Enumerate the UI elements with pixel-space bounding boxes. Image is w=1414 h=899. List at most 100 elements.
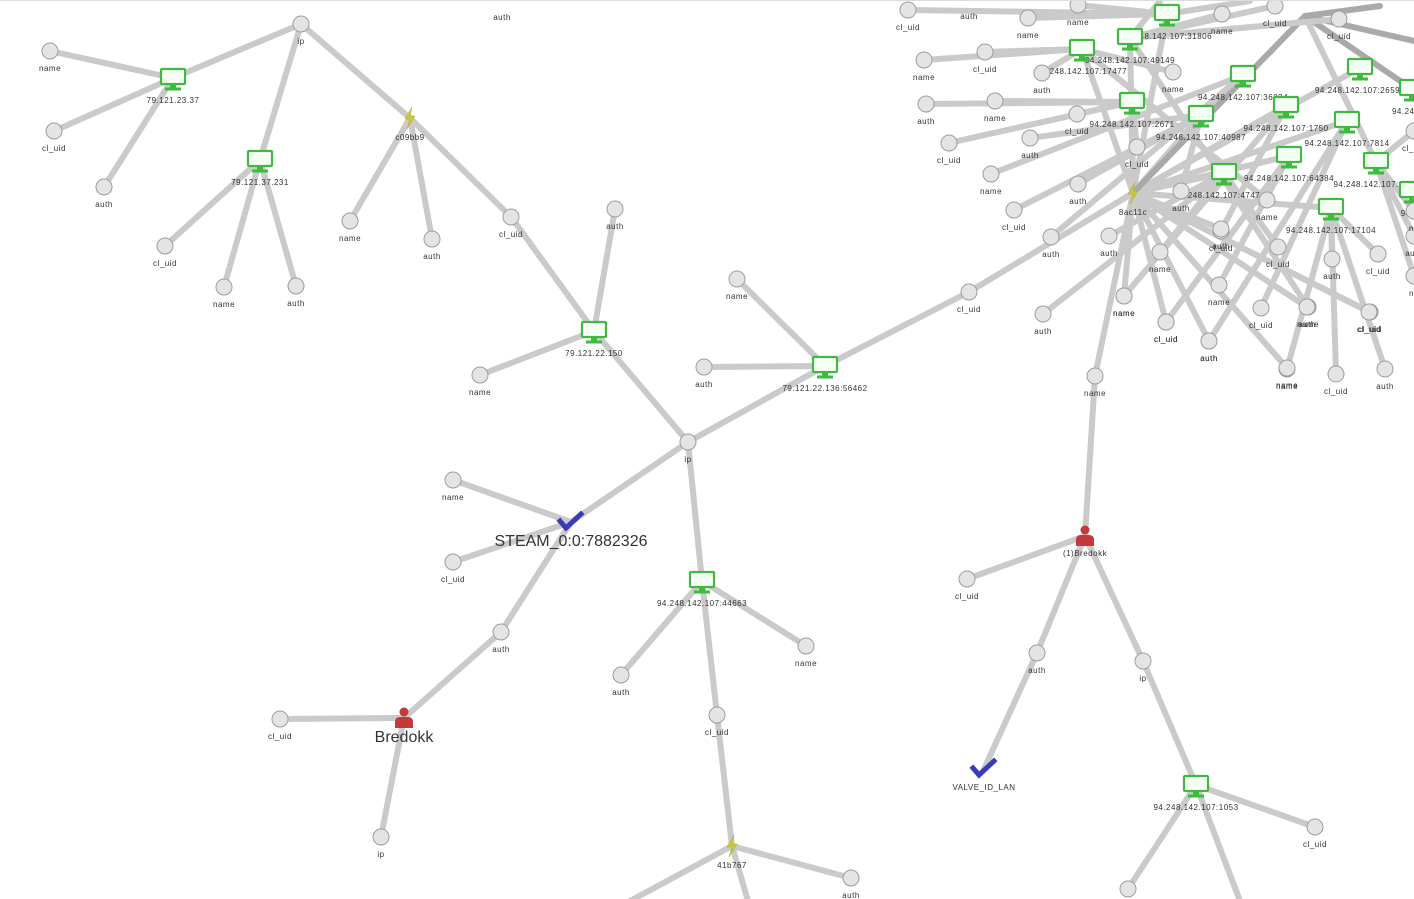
attribute-node-circle[interactable] <box>1086 367 1104 385</box>
node-tr_auth_2[interactable]: auth <box>1033 64 1051 95</box>
node-tr_auth_13[interactable]: auth <box>1405 227 1414 258</box>
attribute-node-circle[interactable] <box>1360 303 1378 321</box>
node-tr_auth_11[interactable]: auth <box>1323 250 1341 281</box>
node-n_auth_41b[interactable]: auth <box>842 869 860 899</box>
attribute-node-circle[interactable] <box>1323 250 1341 268</box>
node-p_bredokk[interactable]: Bredokk <box>375 707 435 747</box>
attribute-node-circle[interactable] <box>1069 1 1087 14</box>
node-auth_top[interactable]: auth <box>493 13 511 22</box>
node-tr_name_15[interactable]: na <box>1405 267 1414 298</box>
attribute-node-circle[interactable] <box>341 212 359 230</box>
attribute-node-circle[interactable] <box>1128 138 1146 156</box>
attribute-node-circle[interactable] <box>1042 228 1060 246</box>
node-n_cuid_steam[interactable]: cl_uid <box>441 553 465 584</box>
node-n_name_136[interactable]: name <box>726 270 748 301</box>
attribute-node-circle[interactable] <box>471 366 489 384</box>
node-tr_cuid_7[interactable]: cl_uid <box>1125 138 1149 169</box>
attribute-node-circle[interactable] <box>1115 287 1133 305</box>
attribute-node-circle[interactable] <box>156 237 174 255</box>
node-tr_auth_1[interactable]: auth <box>960 12 978 21</box>
attribute-node-circle[interactable] <box>917 95 935 113</box>
attribute-node-circle[interactable] <box>986 92 1004 110</box>
node-tr_cuid_3[interactable]: cl_uid <box>1327 10 1351 41</box>
attribute-node-circle[interactable] <box>1405 227 1414 245</box>
node-n_cuid_c09[interactable]: cl_uid <box>499 208 523 239</box>
node-tr_cuid_16[interactable]: cl_uid <box>1402 122 1414 153</box>
node-c_79_37[interactable]: 79.121.23.37 <box>147 67 200 105</box>
attribute-node-circle[interactable] <box>1028 644 1046 662</box>
node-c_7814[interactable]: 94.248.142.107:7814 <box>1304 110 1389 148</box>
node-n_cuid_1b[interactable]: cl_uid <box>955 570 979 601</box>
attribute-node-circle[interactable] <box>1151 243 1169 261</box>
computer-icon[interactable] <box>1398 78 1414 103</box>
node-n_auth_l2[interactable]: auth <box>287 277 305 308</box>
node-n_name_steam[interactable]: name <box>442 471 464 502</box>
attribute-node-circle[interactable] <box>1157 313 1175 331</box>
attribute-node-circle[interactable] <box>1033 64 1051 82</box>
attribute-node-circle[interactable] <box>372 828 390 846</box>
attribute-node-circle[interactable] <box>1200 332 1218 350</box>
attribute-node-circle[interactable] <box>1021 129 1039 147</box>
attribute-node-circle[interactable] <box>797 637 815 655</box>
node-n_cuid_44663[interactable]: cl_uid <box>705 706 729 737</box>
attribute-node-circle[interactable] <box>1298 298 1316 316</box>
node-tr_name_7[interactable]: name <box>980 165 1002 196</box>
node-n_name_tl[interactable]: name <box>39 42 61 73</box>
attribute-node-circle[interactable] <box>612 666 630 684</box>
attribute-node-circle[interactable] <box>1278 359 1296 377</box>
node-tr_auth_3[interactable]: auth <box>917 95 935 126</box>
node-c_79_150[interactable]: 79.121.22.150 <box>565 320 623 358</box>
node-tr_name_6[interactable]: name <box>984 92 1006 123</box>
attribute-node-circle[interactable] <box>958 570 976 588</box>
attribute-node-circle[interactable] <box>899 1 917 19</box>
node-c_1750[interactable]: 94.248.142.107:1750 <box>1243 95 1328 133</box>
node-tr_cuid_5[interactable]: cl_uid <box>937 134 961 165</box>
node-s_41b767[interactable]: 41b767 <box>717 834 747 870</box>
computer-icon[interactable] <box>811 355 839 380</box>
node-n_name_150[interactable]: name <box>469 366 491 397</box>
node-tr_auth_5[interactable]: auth <box>1069 175 1087 206</box>
node-c_17104[interactable]: 94.248.142.107:17104 <box>1286 197 1376 235</box>
node-tr_name_9[interactable]: name <box>1149 243 1171 274</box>
attribute-node-circle[interactable] <box>41 42 59 60</box>
attribute-node-circle[interactable] <box>606 200 624 218</box>
node-tr_auth_14[interactable]: auth <box>1212 220 1230 251</box>
node-ip_top[interactable]: ip <box>292 15 310 46</box>
node-s_8ac11c[interactable]: 8ac11c <box>1119 181 1147 217</box>
node-ip_mid[interactable]: ip <box>679 433 697 464</box>
attribute-node-circle[interactable] <box>1164 63 1182 81</box>
node-c_94_44663[interactable]: 94.248.142.107:44663 <box>657 570 747 608</box>
node-steam[interactable]: STEAM_0:0:7882326 <box>495 514 648 550</box>
node-c_6303[interactable]: 94.248.142.107:6303 <box>1333 151 1414 189</box>
node-tr_name_16[interactable]: name <box>1113 287 1135 318</box>
node-tr_auth_15[interactable]: auth <box>1200 332 1218 363</box>
attribute-node-circle[interactable] <box>1405 122 1414 140</box>
node-c_36034[interactable]: 94.248.142.107:36034 <box>1198 64 1288 102</box>
node-n_auth_1b[interactable]: auth <box>1028 644 1046 675</box>
attribute-node-circle[interactable] <box>1019 9 1037 27</box>
attribute-node-circle[interactable] <box>1269 238 1287 256</box>
attribute-node-circle[interactable] <box>1376 360 1394 378</box>
attribute-node-circle[interactable] <box>1034 305 1052 323</box>
node-steam_valve[interactable]: VALVE_ID_LAN <box>952 761 1015 792</box>
node-c_40987[interactable]: 94.248.142.107:40987 <box>1156 104 1246 142</box>
node-n_auth_tl[interactable]: auth <box>95 178 113 209</box>
node-c_2671[interactable]: 94.248.142.107:2671 <box>1089 91 1174 129</box>
attribute-node-circle[interactable] <box>1252 299 1270 317</box>
attribute-node-circle[interactable] <box>1069 175 1087 193</box>
node-tr_auth_12[interactable]: auth <box>1376 360 1394 391</box>
computer-icon[interactable] <box>1118 91 1146 116</box>
node-n_auth_c09[interactable]: auth <box>423 230 441 261</box>
node-c_31806[interactable]: 94.248.142.107:31806 <box>1122 3 1212 41</box>
node-n_cuid_tl[interactable]: cl_uid <box>42 122 66 153</box>
attribute-node-circle[interactable] <box>695 358 713 376</box>
attribute-node-circle[interactable] <box>1134 652 1152 670</box>
node-tr_cuid_10[interactable]: cl_uid <box>1266 238 1290 269</box>
node-tr_auth_6[interactable]: auth <box>1172 182 1190 213</box>
attribute-node-circle[interactable] <box>1005 201 1023 219</box>
attribute-node-circle[interactable] <box>1119 880 1137 898</box>
node-p_1bredokk[interactable]: (1)Bredokk <box>1063 525 1108 559</box>
attribute-node-circle[interactable] <box>215 278 233 296</box>
attribute-node-circle[interactable] <box>1369 245 1387 263</box>
